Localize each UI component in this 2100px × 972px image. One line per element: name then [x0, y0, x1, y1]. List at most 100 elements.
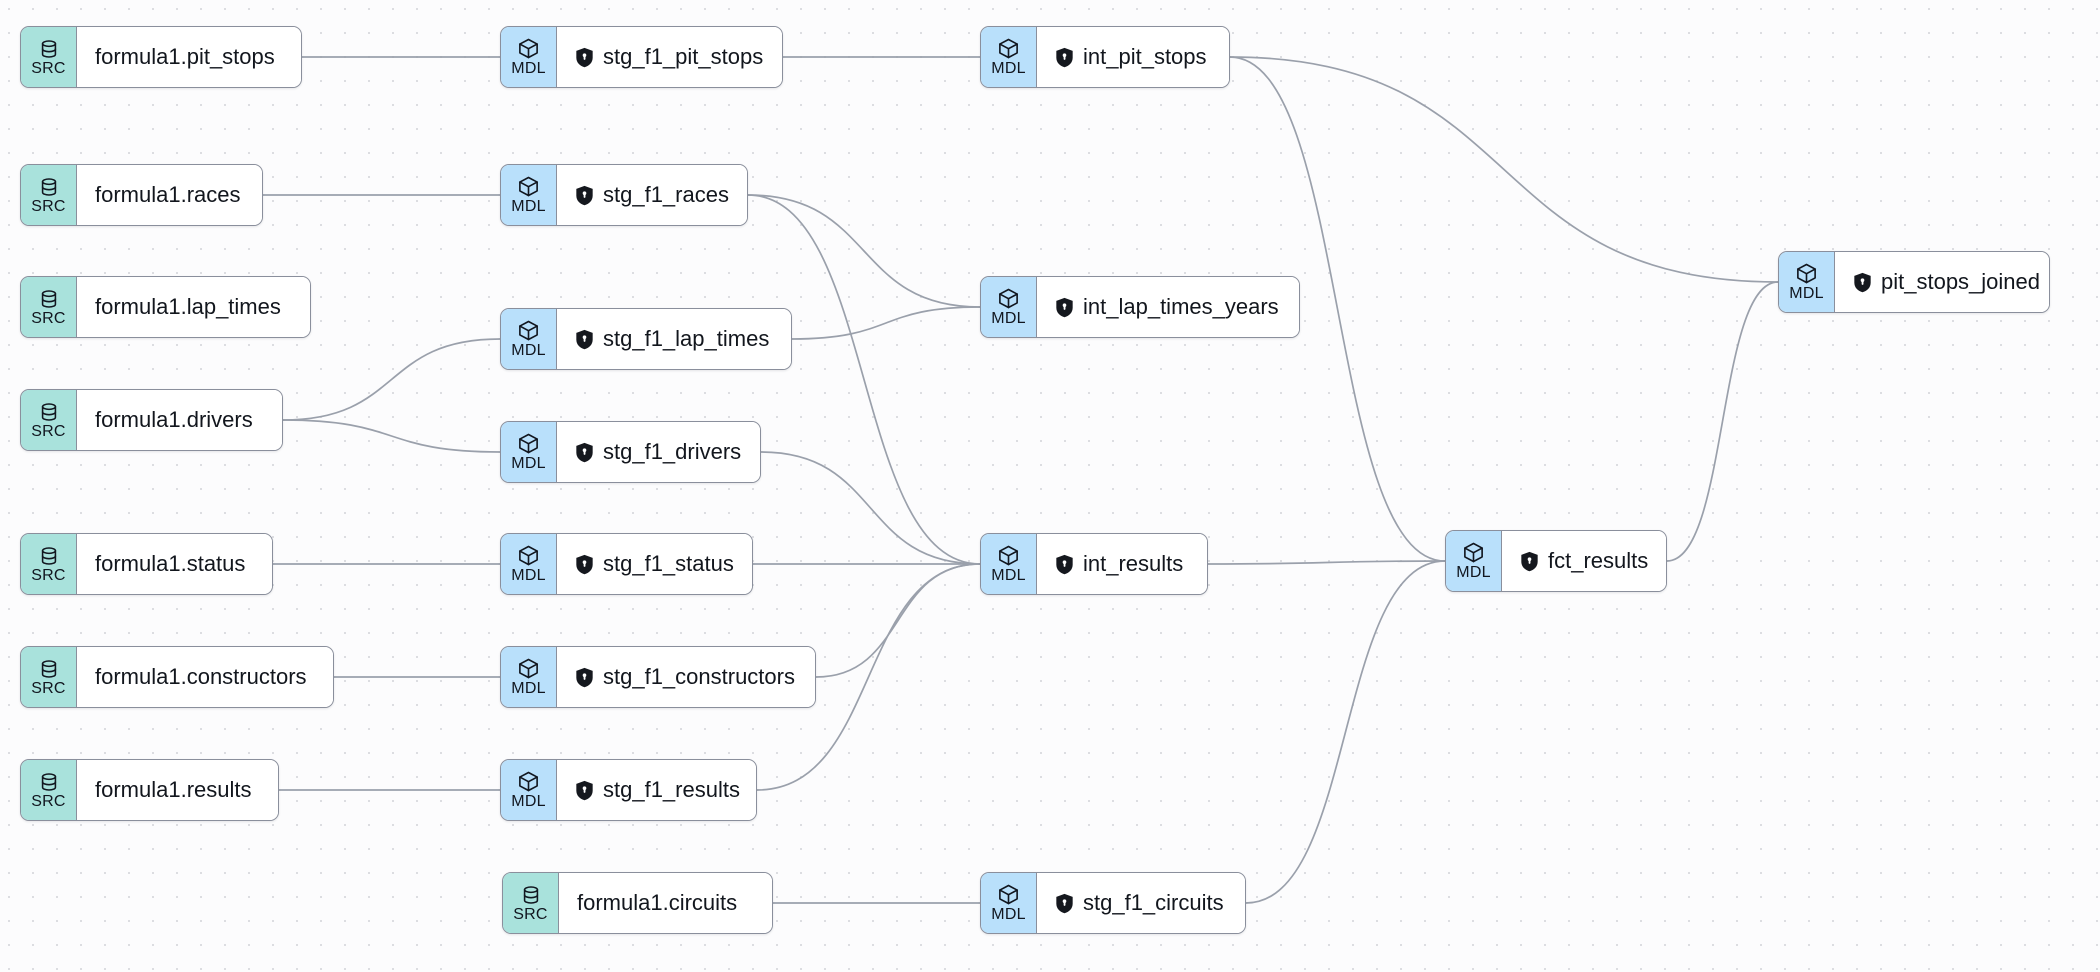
- node-label: fct_results: [1548, 548, 1649, 573]
- badge-label: MDL: [511, 793, 546, 810]
- cube-icon: [997, 883, 1020, 906]
- cube-icon: [517, 770, 540, 793]
- node-body[interactable]: formula1.constructors: [77, 647, 333, 707]
- lineage-node-src_drivers[interactable]: SRC formula1.drivers: [20, 389, 283, 451]
- lineage-node-src_circuits[interactable]: SRC formula1.circuits: [502, 872, 773, 934]
- lineage-node-stg_status[interactable]: MDL stg_f1_status: [500, 533, 753, 595]
- node-label: int_results: [1083, 551, 1184, 576]
- model-badge: MDL: [501, 534, 557, 594]
- node-body[interactable]: int_pit_stops: [1037, 27, 1229, 87]
- cube-icon: [997, 544, 1020, 567]
- node-label: formula1.constructors: [95, 664, 307, 689]
- shield-lock-icon: [575, 554, 594, 575]
- database-icon: [38, 545, 60, 567]
- node-label: stg_f1_races: [603, 182, 729, 207]
- lineage-node-int_pit_stops[interactable]: MDL int_pit_stops: [980, 26, 1230, 88]
- model-badge: MDL: [501, 647, 557, 707]
- lineage-node-stg_circuits[interactable]: MDL stg_f1_circuits: [980, 872, 1246, 934]
- shield-lock-icon: [575, 442, 594, 463]
- source-badge: SRC: [21, 277, 77, 337]
- cube-icon: [1462, 541, 1485, 564]
- node-body[interactable]: formula1.circuits: [559, 873, 772, 933]
- node-body[interactable]: pit_stops_joined: [1835, 252, 2049, 312]
- lineage-edge-stg_drivers-to-int_results: [760, 451, 981, 565]
- model-badge: MDL: [501, 27, 557, 87]
- badge-label: SRC: [31, 59, 66, 77]
- badge-label: MDL: [511, 567, 546, 584]
- node-label: stg_f1_results: [603, 777, 740, 802]
- node-body[interactable]: stg_f1_constructors: [557, 647, 815, 707]
- lineage-node-fct_results[interactable]: MDL fct_results: [1445, 530, 1667, 592]
- lineage-node-stg_constructors[interactable]: MDL stg_f1_constructors: [500, 646, 816, 708]
- badge-label: MDL: [1456, 564, 1491, 581]
- cube-icon: [517, 544, 540, 567]
- node-body[interactable]: stg_f1_results: [557, 760, 756, 820]
- node-label: stg_f1_drivers: [603, 439, 742, 464]
- lineage-node-src_pit_stops[interactable]: SRC formula1.pit_stops: [20, 26, 302, 88]
- node-body[interactable]: formula1.status: [77, 534, 272, 594]
- badge-label: MDL: [511, 60, 546, 77]
- lineage-node-stg_races[interactable]: MDL stg_f1_races: [500, 164, 748, 226]
- shield-lock-icon: [1520, 551, 1539, 572]
- badge-label: MDL: [511, 455, 546, 472]
- database-icon: [38, 771, 60, 793]
- node-label: formula1.results: [95, 777, 252, 802]
- node-label: stg_f1_pit_stops: [603, 44, 764, 69]
- model-badge: MDL: [501, 422, 557, 482]
- lineage-node-stg_lap_times[interactable]: MDL stg_f1_lap_times: [500, 308, 792, 370]
- badge-label: MDL: [991, 310, 1026, 327]
- node-body[interactable]: formula1.results: [77, 760, 278, 820]
- source-badge: SRC: [21, 390, 77, 450]
- shield-lock-icon: [575, 780, 594, 801]
- node-body[interactable]: stg_f1_circuits: [1037, 873, 1245, 933]
- lineage-node-int_lap_times_yrs[interactable]: MDL int_lap_times_years: [980, 276, 1300, 338]
- shield-lock-icon: [1055, 47, 1074, 68]
- node-body[interactable]: stg_f1_pit_stops: [557, 27, 782, 87]
- lineage-edge-stg_lap_times-to-int_lap_times_yrs: [791, 306, 981, 340]
- node-body[interactable]: formula1.drivers: [77, 390, 282, 450]
- lineage-node-stg_drivers[interactable]: MDL stg_f1_drivers: [500, 421, 761, 483]
- node-body[interactable]: formula1.pit_stops: [77, 27, 301, 87]
- lineage-node-src_races[interactable]: SRC formula1.races: [20, 164, 263, 226]
- badge-label: MDL: [991, 60, 1026, 77]
- database-icon: [38, 176, 60, 198]
- lineage-edge-int_pit_stops-to-pit_stops_joined: [1229, 56, 1779, 283]
- lineage-edge-src_drivers-to-stg_lap_times: [282, 338, 501, 421]
- node-body[interactable]: fct_results: [1502, 531, 1666, 591]
- node-body[interactable]: int_results: [1037, 534, 1207, 594]
- lineage-node-stg_results[interactable]: MDL stg_f1_results: [500, 759, 757, 821]
- node-label: stg_f1_constructors: [603, 664, 795, 689]
- lineage-node-src_constructors[interactable]: SRC formula1.constructors: [20, 646, 334, 708]
- badge-label: MDL: [511, 198, 546, 215]
- shield-lock-icon: [1055, 297, 1074, 318]
- badge-label: SRC: [31, 309, 66, 327]
- model-badge: MDL: [1446, 531, 1502, 591]
- model-badge: MDL: [501, 760, 557, 820]
- lineage-node-stg_pit_stops[interactable]: MDL stg_f1_pit_stops: [500, 26, 783, 88]
- lineage-node-src_lap_times[interactable]: SRC formula1.lap_times: [20, 276, 311, 338]
- node-body[interactable]: formula1.races: [77, 165, 262, 225]
- node-body[interactable]: stg_f1_races: [557, 165, 747, 225]
- lineage-edge-stg_constructors-to-int_results: [815, 563, 981, 678]
- node-body[interactable]: stg_f1_status: [557, 534, 752, 594]
- badge-label: SRC: [31, 422, 66, 440]
- cube-icon: [997, 287, 1020, 310]
- lineage-node-int_results[interactable]: MDL int_results: [980, 533, 1208, 595]
- node-label: int_lap_times_years: [1083, 294, 1279, 319]
- shield-lock-icon: [1055, 893, 1074, 914]
- node-body[interactable]: stg_f1_lap_times: [557, 309, 791, 369]
- badge-label: SRC: [31, 197, 66, 215]
- node-body[interactable]: formula1.lap_times: [77, 277, 310, 337]
- source-badge: SRC: [21, 647, 77, 707]
- lineage-node-src_results[interactable]: SRC formula1.results: [20, 759, 279, 821]
- lineage-node-src_status[interactable]: SRC formula1.status: [20, 533, 273, 595]
- cube-icon: [1795, 262, 1818, 285]
- node-label: stg_f1_circuits: [1083, 890, 1224, 915]
- cube-icon: [517, 657, 540, 680]
- source-badge: SRC: [21, 27, 77, 87]
- lineage-node-pit_stops_joined[interactable]: MDL pit_stops_joined: [1778, 251, 2050, 313]
- node-body[interactable]: stg_f1_drivers: [557, 422, 760, 482]
- node-body[interactable]: int_lap_times_years: [1037, 277, 1299, 337]
